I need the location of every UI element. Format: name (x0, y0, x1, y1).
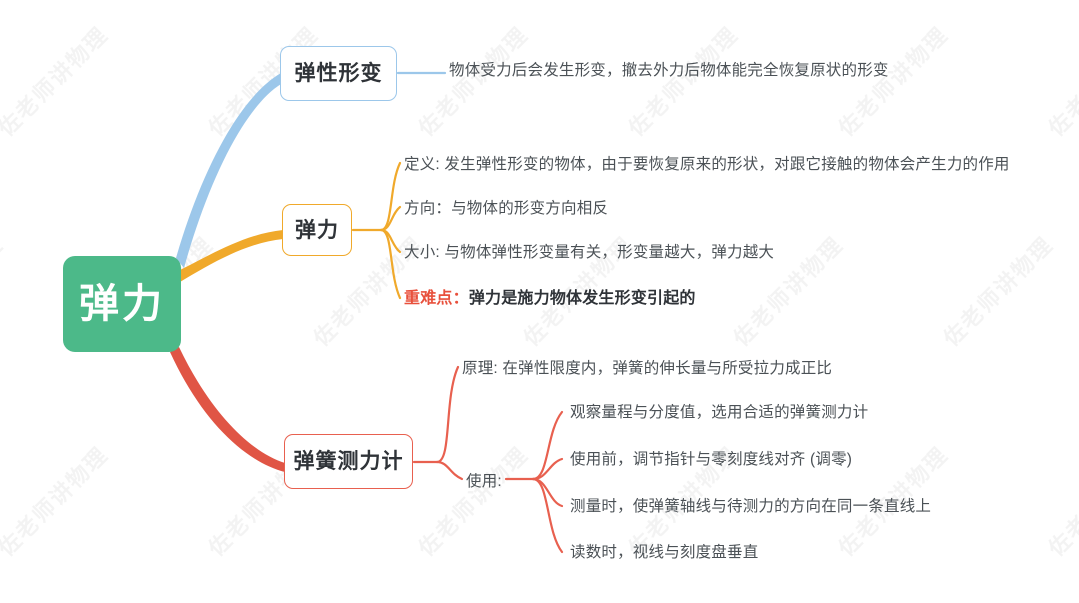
branch-node-spring-dynamometer[interactable]: 弹簧测力计 (284, 434, 413, 489)
leaf-elastic-force-magnitude: 大小: 与物体弹性形变量有关，形变量越大，弹力越大 (404, 244, 775, 261)
branch-node-label: 弹力 (295, 218, 339, 242)
branch-node-label: 弹簧测力计 (293, 450, 404, 473)
leaf-spring-dynamometer-principle: 原理: 在弹性限度内，弹簧的伸长量与所受拉力成正比 (462, 360, 833, 377)
leaf-usage-item-2: 使用前，调节指针与零刻度线对齐 (调零) (570, 451, 853, 468)
leaf-elastic-deformation-definition: 物体受力后会发生形变，撤去外力后物体能完全恢复原状的形变 (449, 62, 889, 79)
branch-node-elastic-force[interactable]: 弹力 (282, 204, 352, 256)
branch-node-label: 弹性形变 (294, 62, 383, 85)
leaf-elastic-force-direction: 方向：与物体的形变方向相反 (404, 200, 609, 217)
leaf-elastic-force-key-point: 重难点：弹力是施力物体发生形变引起的 (404, 291, 696, 307)
key-point-text: 弹力是施力物体发生形变引起的 (468, 290, 696, 307)
leaf-usage-item-1: 观察量程与分度值，选用合适的弹簧测力计 (570, 404, 869, 421)
root-node-label: 弹力 (79, 282, 165, 326)
leaf-elastic-force-definition: 定义: 发生弹性形变的物体，由于要恢复原来的形状，对跟它接触的物体会产生力的作用 (404, 156, 1010, 173)
key-point-prefix: 重难点： (404, 290, 469, 307)
leaf-usage-item-4: 读数时，视线与刻度盘垂直 (570, 544, 759, 561)
root-node[interactable]: 弹力 (63, 256, 181, 352)
leaf-spring-dynamometer-usage-label: 使用: (466, 473, 502, 490)
leaf-usage-item-3: 测量时，使弹簧轴线与待测力的方向在同一条直线上 (570, 498, 932, 515)
branch-node-elastic-deformation[interactable]: 弹性形变 (280, 46, 397, 101)
